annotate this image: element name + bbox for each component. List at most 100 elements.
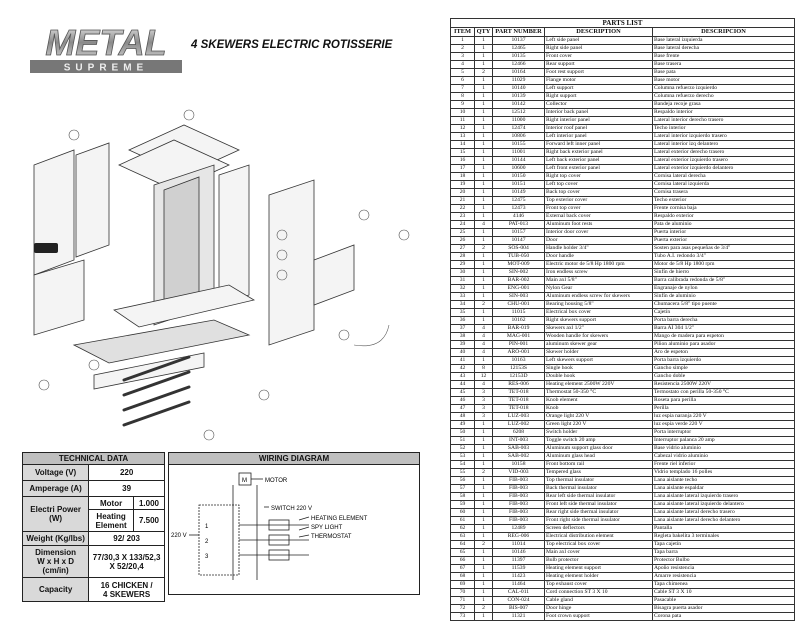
description-cell: Main axl cover	[544, 548, 653, 557]
description-cell: Cord connection ST 3 X 10	[544, 588, 653, 597]
description-cell: Heating element support	[544, 564, 653, 573]
description-cell: Front left side thermal insulator	[544, 500, 653, 509]
qty-cell: 2	[474, 604, 493, 613]
descripcion-cell: Columna refuerzo izquierdo	[652, 84, 795, 93]
part-number-cell: 10149	[492, 188, 545, 197]
descripcion-cell: Lana aislante techo	[652, 476, 795, 485]
part-number-cell: INT-003	[492, 436, 545, 445]
description-cell: Aluminum support glass door	[544, 444, 653, 453]
heating-value: 7.500	[132, 509, 166, 532]
motor-m-label: M	[242, 478, 247, 484]
item-cell: 33	[450, 292, 475, 301]
descripcion-cell: Columna refuerzo derecho	[652, 92, 795, 101]
descripcion-cell: Bandeja recoje grasa	[652, 100, 795, 109]
part-number-cell: 10139	[492, 92, 545, 101]
item-cell: 37	[450, 324, 475, 333]
qty-cell: 1	[474, 180, 493, 189]
descripcion-cell: Sinfín de hierro	[652, 268, 795, 277]
capacity-label: Capacity	[21, 577, 90, 602]
qty-cell: 4	[474, 220, 493, 229]
item-cell: 44	[450, 380, 475, 389]
part-number-cell: FIB-003	[492, 500, 545, 509]
qty-cell: 1	[474, 108, 493, 117]
qty-cell: 2	[474, 244, 493, 253]
part-number-cell: SIN-003	[492, 292, 545, 301]
item-cell: 25	[450, 228, 475, 237]
descripcion-cell: Porta interruptor	[652, 428, 795, 437]
description-cell: Iron endless screw	[544, 268, 653, 277]
descripcion-cell: Tapa chimenea	[652, 580, 795, 589]
item-cell: 6	[450, 76, 475, 85]
parts-list-title: PARTS LIST	[450, 18, 795, 28]
item-cell: 39	[450, 340, 475, 349]
part-number-cell: 11423	[492, 572, 545, 581]
description-cell: Left skewers support	[544, 356, 653, 365]
qty-cell: 1	[474, 132, 493, 141]
metal-supreme-logo: METAL SUPREME	[30, 25, 182, 74]
item-cell: 69	[450, 580, 475, 589]
item-cell: 16	[450, 156, 475, 165]
item-cell: 4	[450, 60, 475, 69]
description-cell: Thermostat 50-350 °C	[544, 388, 653, 397]
item-cell: 62	[450, 524, 475, 533]
qty-cell: 1	[474, 508, 493, 517]
part-number-cell: 11000	[492, 116, 545, 125]
part-number-cell: MAG-001	[492, 332, 545, 341]
item-cell: 11	[450, 116, 475, 125]
part-number-cell: 11001	[492, 148, 545, 157]
description-cell: Green light 220 V	[544, 420, 653, 429]
part-number-cell: 10600	[492, 164, 545, 173]
description-cell: Interior back panel	[544, 108, 653, 117]
descripcion-cell: Aro de espeton	[652, 348, 795, 357]
part-number-cell: MOT-009	[492, 260, 545, 269]
description-cell: Left front exterior panel	[544, 164, 653, 173]
part-number-cell: 12473	[492, 204, 545, 213]
item-cell: 2	[450, 44, 475, 53]
descripcion-cell: Base lateral izquierda	[652, 36, 795, 45]
descripcion-cell: Pasacable	[652, 596, 795, 605]
description-cell: Front cover	[544, 52, 653, 61]
motor-label: MOTOR	[265, 478, 288, 484]
descripcion-cell: Lana aislante lateral derecho delantero	[652, 516, 795, 525]
part-number-cell: 11539	[492, 564, 545, 573]
description-cell: Flange motor	[544, 76, 653, 85]
qty-cell: 1	[474, 276, 493, 285]
descripcion-cell: Puerta interior	[652, 228, 795, 237]
part-number-cell: 10146	[492, 548, 545, 557]
item-cell: 59	[450, 500, 475, 509]
qty-cell: 1	[474, 260, 493, 269]
description-cell: Right interior panel	[544, 116, 653, 125]
item-cell: 1	[450, 36, 475, 45]
part-number-cell: TUB-050	[492, 252, 545, 261]
description-cell: Heating element 2500W 220V	[544, 380, 653, 389]
qty-cell: 1	[474, 76, 493, 85]
description-cell: Aluminum foot rests	[544, 220, 653, 229]
part-number-cell: 10158	[492, 460, 545, 469]
item-cell: 35	[450, 308, 475, 317]
description-cell: Heating element holder	[544, 572, 653, 581]
qty-cell: 3	[474, 388, 493, 397]
descripcion-cell: Respaldo interior	[652, 108, 795, 117]
description-cell: Front right side thermal insulator	[544, 516, 653, 525]
item-cell: 55	[450, 468, 475, 477]
descripcion-cell: Barra AI 304 1/2"	[652, 324, 795, 333]
part-number-cell: 12474	[492, 124, 545, 133]
descripcion-cell: luz espia naranja 220 V	[652, 412, 795, 421]
